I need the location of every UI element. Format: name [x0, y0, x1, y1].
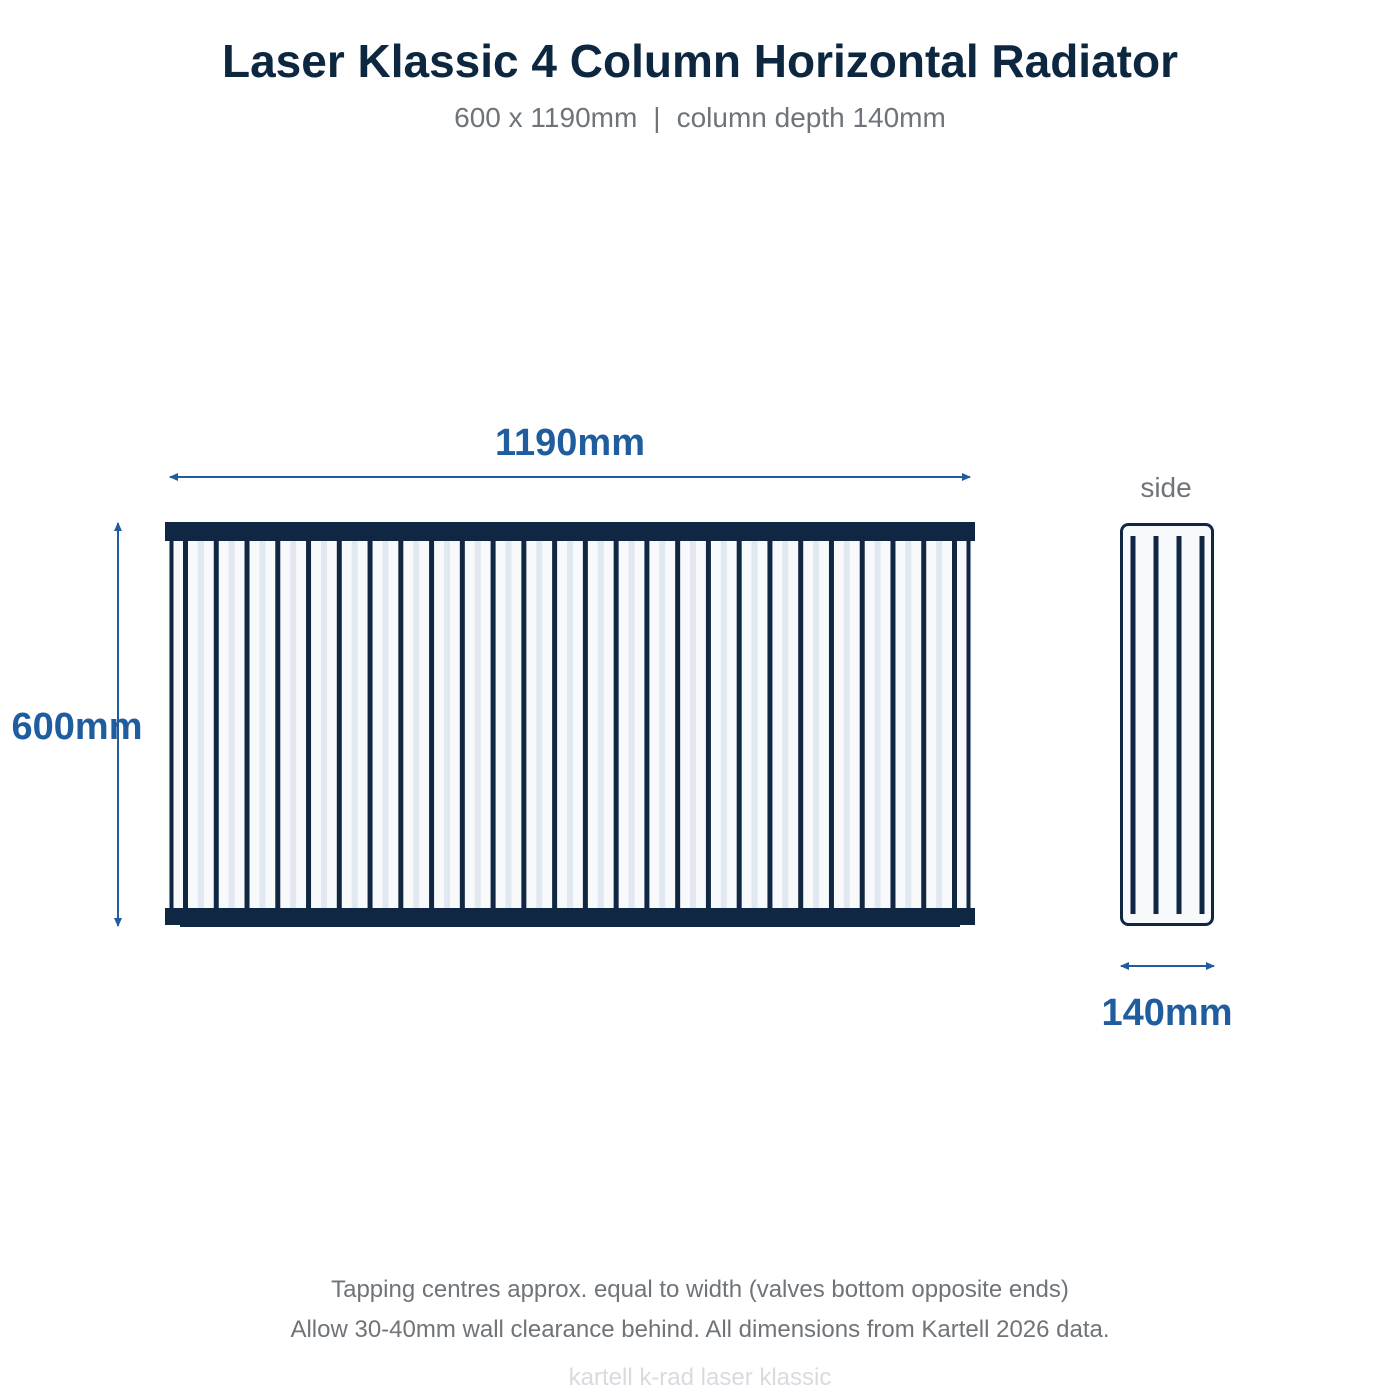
- clearance-note: Allow 30-40mm wall clearance behind. All…: [290, 1316, 1110, 1343]
- side-view-tube: [1199, 536, 1205, 914]
- radiator-columns: [169, 540, 971, 910]
- radiator-front-view: [165, 522, 975, 927]
- radiator-top-manifold: [165, 522, 975, 541]
- height-dimension-label: 600mm: [12, 706, 143, 748]
- column-shade: [382, 540, 389, 910]
- tapping-centres-note: Tapping centres approx. equal to width (…: [331, 1276, 1069, 1303]
- depth-text: column depth 140mm: [676, 102, 946, 133]
- column-shade: [905, 540, 912, 910]
- depth-dimension-label: 140mm: [1102, 992, 1233, 1034]
- radiator-side-view: [1120, 523, 1214, 926]
- side-view-tube: [1176, 536, 1182, 914]
- column-shade: [628, 540, 635, 910]
- column-shade: [659, 540, 666, 910]
- width-dimension-label: 1190mm: [495, 422, 645, 464]
- column-shade: [443, 540, 450, 910]
- column-shade: [320, 540, 327, 910]
- column-shade: [720, 540, 727, 910]
- column-shade: [751, 540, 758, 910]
- column-shade: [874, 540, 881, 910]
- diagram-subtitle: 600 x 1190mm | column depth 140mm: [0, 102, 1400, 134]
- side-view-label: side: [1140, 472, 1191, 503]
- column-shade: [843, 540, 850, 910]
- column-shade: [197, 540, 204, 910]
- column-shade: [813, 540, 820, 910]
- column-shade: [351, 540, 358, 910]
- side-view-tube: [1153, 536, 1159, 914]
- subtitle-separator: |: [653, 102, 661, 133]
- column-shades: [197, 540, 943, 910]
- column-shade: [597, 540, 604, 910]
- side-view-tubes: [1130, 536, 1205, 914]
- column-shade: [474, 540, 481, 910]
- radiator-bottom-rail: [180, 922, 960, 927]
- column-shade: [228, 540, 235, 910]
- side-view-tube: [1130, 536, 1136, 914]
- column-shade: [567, 540, 573, 910]
- footer-watermark: kartell k-rad laser klassic: [568, 1364, 832, 1391]
- column-shade: [536, 540, 543, 910]
- column-shade: [782, 540, 789, 910]
- column-shade: [505, 540, 512, 910]
- column-shade: [936, 540, 943, 910]
- size-text: 600 x 1190mm: [454, 102, 638, 133]
- column-shade: [690, 540, 697, 910]
- side-view-outline: [1120, 523, 1214, 926]
- radiator-bottom-manifold: [165, 908, 975, 925]
- column-shade: [259, 540, 266, 910]
- diagram-title: Laser Klassic 4 Column Horizontal Radiat…: [221, 35, 1178, 87]
- column-shade: [290, 540, 297, 910]
- column-shade: [413, 540, 420, 910]
